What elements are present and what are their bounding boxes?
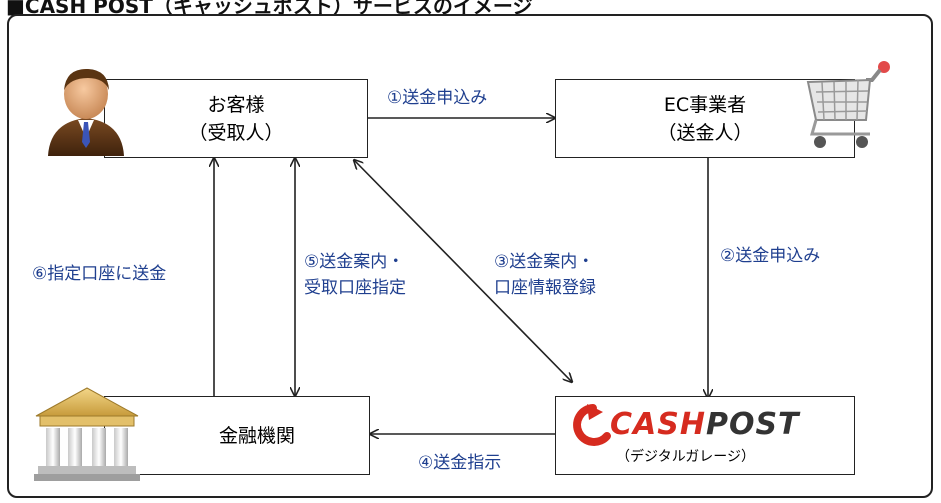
edge-3-label-line1: ③送金案内・: [494, 252, 595, 272]
ec-merchant-node: EC事業者 （送金人）: [555, 79, 855, 158]
cashpost-logo: [563, 400, 843, 450]
customer-node: お客様 （受取人）: [104, 79, 368, 158]
page-title: ■CASH POST（キャッシュポスト）サービスのイメージ: [6, 0, 533, 18]
cashpost-logo-text: CASHPOST: [610, 405, 850, 445]
bank-node: 金融機関: [104, 396, 370, 475]
ec-merchant-role: （送金人）: [657, 121, 753, 144]
edge-4-label: ④送金指示: [418, 453, 502, 473]
customer-name: お客様: [207, 93, 265, 116]
cashpost-logo-post: POST: [705, 407, 800, 442]
edge-1-label: ①送金申込み: [387, 88, 488, 108]
edge-5-label-line2: 受取口座指定: [304, 278, 406, 298]
edge-6-label: ⑥指定口座に送金: [32, 264, 167, 284]
ec-merchant-name: EC事業者: [663, 93, 747, 116]
cashpost-logo-cash: CASH: [610, 407, 706, 442]
shopping-cart-icon: [800, 58, 892, 154]
diagram-frame: [7, 14, 933, 498]
edge-3-arrow: [354, 160, 572, 382]
person-icon: [38, 60, 134, 156]
customer-role: （受取人）: [188, 121, 284, 144]
cashpost-subtitle: （デジタルガレージ）: [616, 449, 756, 465]
bank-building-icon: [32, 382, 142, 482]
bank-name: 金融機関: [218, 424, 295, 447]
edge-2-label: ②送金申込み: [720, 246, 821, 266]
edge-3-label-line2: 口座情報登録: [494, 278, 596, 298]
edge-5-label-line1: ⑤送金案内・: [304, 252, 405, 272]
